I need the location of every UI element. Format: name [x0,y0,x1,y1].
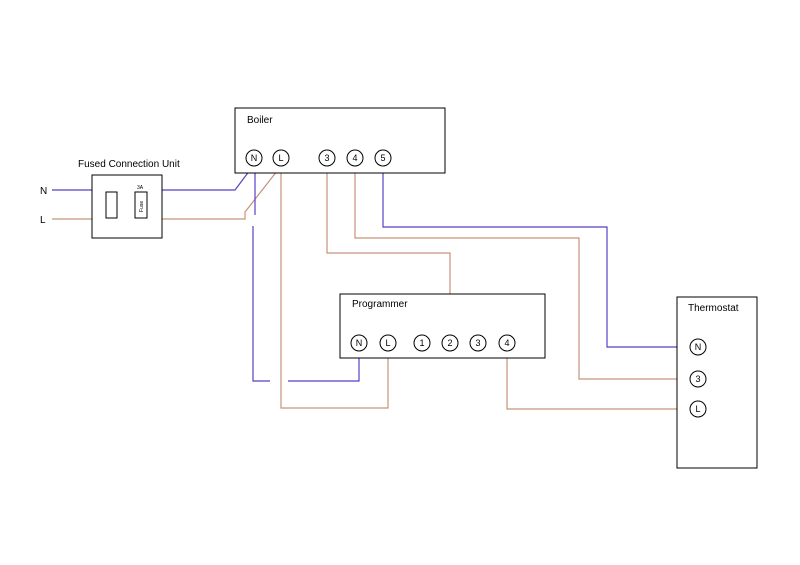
boiler4-to-thermostat3-wire [354,166,689,380]
svg-text:4: 4 [352,153,357,163]
boiler-terminal-l: L [272,149,290,167]
svg-text:4: 4 [504,338,509,348]
boiler-terminal-n: N [245,149,263,167]
fcu-title: Fused Connection Unit [78,159,180,170]
fcu-to-boiler-live-wire [162,165,282,220]
svg-text:3: 3 [695,374,700,384]
boiler5-to-thermostat-n-wire [382,166,689,348]
thermostat-box [676,296,758,469]
thermostat-title: Thermostat [688,303,739,314]
boiler-terminal-5: 5 [374,149,392,167]
svg-text:1: 1 [419,338,424,348]
svg-text:N: N [251,153,258,163]
programmer4-to-thermostat-l-wire [506,351,689,410]
programmer-terminal-l: L [379,334,397,352]
svg-text:L: L [695,404,700,414]
boiler-terminal-3: 3 [318,149,336,167]
programmer-terminal-1: 1 [413,334,431,352]
boiler-title: Boiler [247,115,273,126]
boiler-terminal-4: 4 [346,149,364,167]
svg-text:N: N [695,342,702,352]
fcu-to-boiler-neutral-wire [162,165,254,191]
boiler-live-to-programmer-wire [280,166,389,409]
fcu-fuse-text: Fuse [139,201,145,212]
fcu-switch [105,191,118,219]
fused-connection-unit [91,174,163,239]
programmer-title: Programmer [352,299,408,310]
thermostat-terminal-l: L [689,400,707,418]
fcu-fuse-rating: 3A [137,185,144,191]
svg-text:2: 2 [447,338,452,348]
svg-text:L: L [278,153,283,163]
programmer-terminal-3: 3 [469,334,487,352]
thermostat-terminal-n: N [689,338,707,356]
programmer-terminal-2: 2 [441,334,459,352]
svg-text:3: 3 [475,338,480,348]
svg-text:3: 3 [324,153,329,163]
boiler-neutral-drop-lower [252,226,270,382]
fcu-fuse-holder [134,191,148,219]
supply-live-label: L [40,215,46,226]
programmer-neutral-wire [288,351,360,382]
svg-text:N: N [356,338,363,348]
thermostat-terminal-3: 3 [689,370,707,388]
svg-text:L: L [385,338,390,348]
boiler-box [234,107,446,174]
svg-text:5: 5 [380,153,385,163]
programmer-terminal-4: 4 [498,334,516,352]
supply-neutral-label: N [40,186,47,197]
programmer-terminal-n: N [350,334,368,352]
